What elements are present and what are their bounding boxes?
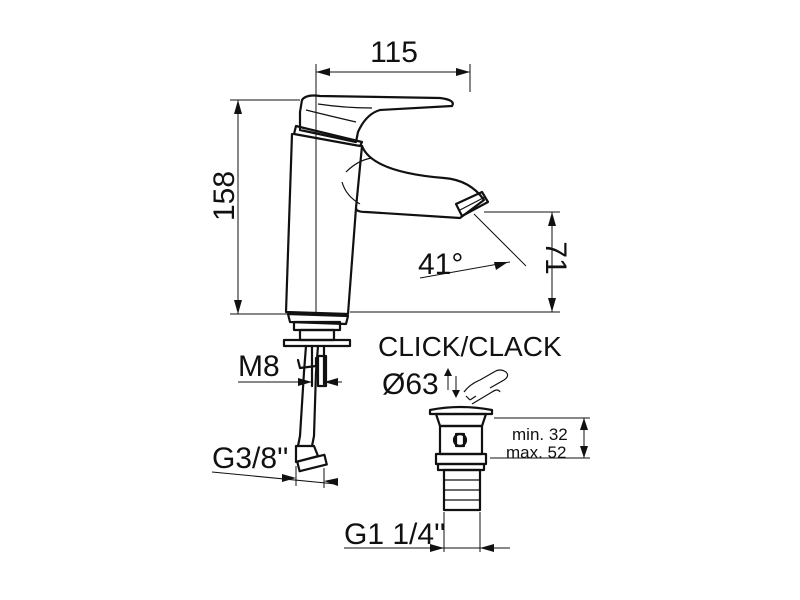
m8-label: M8 bbox=[238, 350, 280, 383]
angle-label: 41° bbox=[418, 248, 463, 281]
pop-up-waste-drawing bbox=[428, 405, 494, 512]
faucet-drawing bbox=[282, 94, 490, 473]
waste-diameter-group: Ø63 bbox=[382, 368, 509, 405]
dimension-115: 115 bbox=[315, 36, 471, 314]
dimension-waste-height: min. 32 max. 52 bbox=[490, 417, 590, 462]
up-down-arrow-icon bbox=[444, 368, 460, 398]
waste-thread-label: G1 1/4'' bbox=[344, 518, 446, 551]
spout-height-label: 71 bbox=[539, 241, 572, 274]
dimension-m8: M8 bbox=[238, 350, 342, 386]
height-label: 158 bbox=[208, 171, 241, 221]
waste-diameter-label: Ø63 bbox=[382, 368, 439, 401]
dimension-158: 158 bbox=[208, 99, 300, 315]
dimension-g114: G1 1/4'' bbox=[344, 512, 510, 552]
dimension-g38: G3/8'' bbox=[211, 442, 338, 488]
waste-max-label: max. 52 bbox=[506, 443, 566, 462]
hand-press-icon bbox=[463, 369, 509, 405]
click-clack-title: CLICK/CLACK bbox=[378, 331, 562, 362]
hose-thread-label: G3/8'' bbox=[212, 442, 289, 475]
waste-min-label: min. 32 bbox=[512, 425, 568, 444]
dimension-71: 71 bbox=[350, 211, 572, 313]
width-label: 115 bbox=[370, 36, 418, 69]
dimension-angle: 41° bbox=[418, 213, 527, 281]
